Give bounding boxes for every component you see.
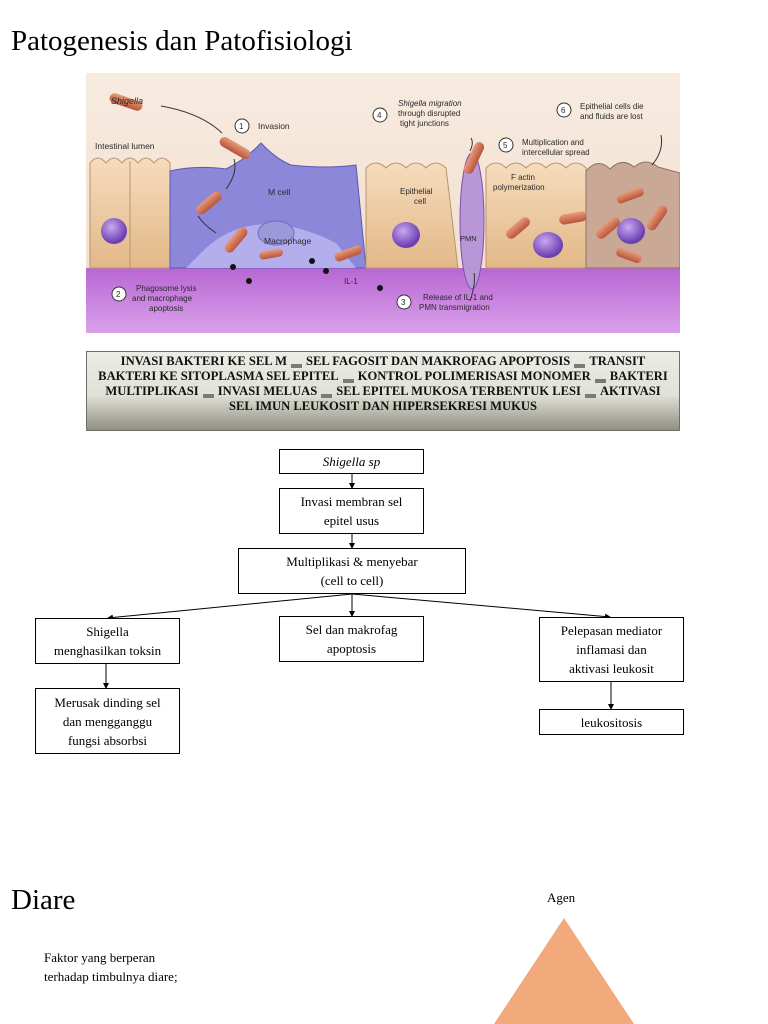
flow-shigella-sp-text: Shigella sp [322,454,381,469]
label-epithelial-2: cell [414,197,426,206]
flow-menghasilkan-toksin: Shigella menghasilkan toksin [35,618,180,664]
flow-leukositosis: leukositosis [539,709,684,735]
triangle-shape [494,918,634,1024]
arrow-separator [574,364,586,368]
flow-text-line: Invasi membran sel [300,494,403,509]
flow-text-line: dan mengganggu [62,713,153,729]
arrow-separator [291,364,303,368]
flow-text-line: Multiplikasi & menyebar [286,554,418,569]
flow-shigella-sp: Shigella sp [279,449,424,474]
label-m-cell: M cell [268,187,290,197]
step-3-number: 3 [401,298,406,307]
flow-text-line: leukositosis [580,714,643,730]
step-6-number: 6 [561,106,566,115]
label-pmn: PMN [460,234,477,243]
step-1-number: 1 [239,122,244,131]
arrow-separator [202,394,214,398]
flow-pelepasan-mediator: Pelepasan mediator inflamasi dan aktivasi … [539,617,684,682]
page-title: Patogenesis dan Patofisiologi [11,25,353,57]
flow-apoptosis: Sel dan makrofag apoptosis [279,616,424,662]
flow-text-line: Sel dan makrofag [305,622,398,637]
step-4-number: 4 [377,111,382,120]
step-3-line-1: Release of IL-1 and [423,293,493,302]
summary-part: SEL FAGOSIT DAN MAKROFAG APOPTOSIS [306,354,571,368]
step-5-line-1: Multiplication and [522,138,584,147]
shigella-bacteria [109,93,668,264]
summary-part: KONTROL POLIMERISASI MONOMER [357,369,591,383]
step-2-number: 2 [116,290,121,299]
epithelial-cells-right [485,161,680,269]
flow-multiplikasi: Multiplikasi & menyebar (cell to cell) [238,548,466,594]
label-il1: IL-1 [344,277,358,286]
step-2-line-2: and macrophage [132,294,193,303]
summary-part: SEL EPITEL MUKOSA TERBENTUK LESI [336,384,581,398]
label-shigella: Shigella [111,96,143,106]
step-2-line-1: Phagosome lysis [136,284,196,293]
label-factin-1: F actin [511,173,535,182]
process-arrows [160,105,663,302]
diare-title: Diare [11,884,76,916]
summary-part: INVASI BAKTERI KE SEL M [120,354,288,368]
step-4-line-1: Shigella migration [398,99,462,108]
flow-text-line: menghasilkan toksin [53,643,162,658]
step-5-line-2: intercellular spread [522,148,590,157]
faktor-line-2: terhadap timbulnya diare; [44,969,178,984]
label-macrophage: Macrophage [264,236,312,246]
flow-merusak-dinding: Merusak dinding sel dan mengganggu fungsi … [35,688,180,754]
flow-text-line: epitel usus [323,513,380,528]
epithelial-cells-left [89,157,171,269]
arrow-separator [321,394,333,398]
step-2-line-3: apoptosis [149,304,183,313]
pathogenesis-summary-box: INVASI BAKTERI KE SEL M SEL FAGOSIT DAN M… [86,351,680,431]
faktor-text: Faktor yang berperan terhadap timbulnya … [44,948,178,986]
step-5-number: 5 [503,141,508,150]
arrow-separator [584,394,596,398]
step-4-line-3: tight junctions [400,119,449,128]
label-factin-2: polymerization [493,183,545,192]
shigella-pathogenesis-figure: Shigella Intestinal lumen 1 Invasion M c… [86,73,680,333]
step-6-line-1: Epithelial cells die [580,102,644,111]
flow-text-line: inflamasi dan [576,642,647,657]
flow-invasi-membran: Invasi membran sel epitel usus [279,488,424,534]
epidemiologic-triangle [494,918,634,1024]
agen-label: Agen [547,890,576,905]
step-6-line-2: and fluids are lost [580,112,643,121]
flow-text-line: Shigella [86,624,129,639]
flow-text-line: (cell to cell) [320,573,384,588]
arrow-separator [342,379,354,383]
step-3-line-2: PMN transmigration [419,303,490,312]
m-cell [169,142,367,269]
label-epithelial-1: Epithelial [400,187,433,196]
epithelial-cell-middle [365,162,459,269]
step-4-line-2: through disrupted [398,109,460,118]
flow-text-line: apoptosis [326,641,377,656]
label-intestinal-lumen: Intestinal lumen [95,141,155,151]
label-invasion: Invasion [258,121,290,131]
summary-part: TRANSIT BAKTERI KE SITOPLASMA SEL EPITEL [98,354,646,383]
summary-part: INVASI MELUAS [217,384,318,398]
arrow-separator [594,379,606,383]
il1-particles [230,258,383,291]
summary-part: AKTIVASI SEL IMUN LEUKOSIT DAN HIPERSEKR… [228,384,661,413]
flow-text-line: aktivasi leukosit [569,661,654,676]
flow-text-line: Merusak dinding sel [54,694,161,710]
flow-text-line: fungsi absorbsi [67,732,148,748]
flow-text-line: Pelepasan mediator [560,623,663,638]
summary-part: BAKTERI MULTIPLIKASI [105,369,668,398]
faktor-line-1: Faktor yang berperan [44,950,156,965]
